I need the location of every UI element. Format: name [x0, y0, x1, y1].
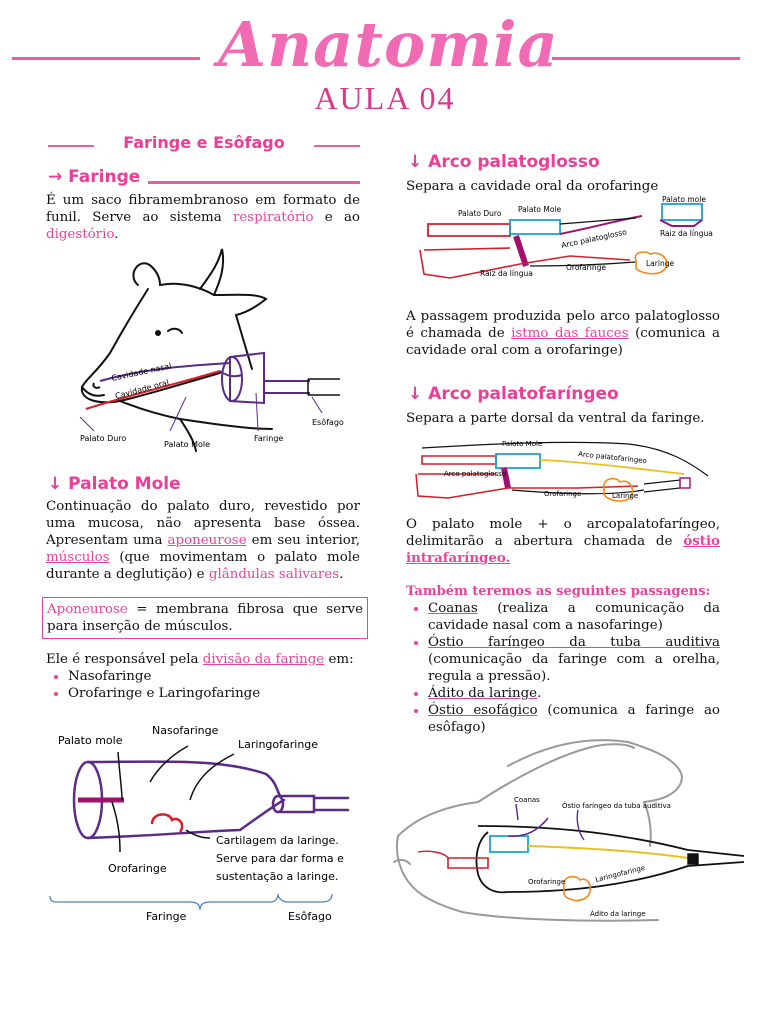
- fig-label-raiz-2: Raiz da língua: [660, 229, 713, 238]
- arco-palatoglosso-text: Separa a cavidade oral da orofaringe: [406, 179, 659, 194]
- arco-palatoglosso-heading: ↓ Arco palatoglosso: [408, 152, 600, 172]
- pharynx-divisions-diagram: Palato mole Nasofaringe Laringofaringe O…: [49, 724, 350, 923]
- divisao-text: Ele é responsável pela divisão da faring…: [46, 652, 354, 667]
- fig-label-orofaringe: Orofaringe: [566, 263, 606, 272]
- definition-box: Aponeurose = membrana fibrosa que serve …: [42, 597, 368, 639]
- palato-mole-text: Continuação do palato duro, revestido po…: [46, 499, 360, 582]
- fig-label-palato-mole: Palato Mole: [518, 205, 562, 214]
- fig3-label-orofaringe: Orofaringe: [528, 878, 565, 886]
- fig-label-laringe: Laringe: [612, 492, 638, 500]
- faringe-heading-rule: [148, 181, 360, 184]
- fig2-label-esofago: Esôfago: [288, 910, 332, 923]
- header-rule-right: [552, 57, 740, 60]
- fig-label-palato-duro: Palato Duro: [458, 209, 502, 218]
- passagens-title: Também teremos as seguintes passagens:: [406, 584, 711, 599]
- fig3-label-laringofaringe: Laringofaringe: [595, 864, 646, 884]
- fig-label-raiz-da-lingua: Raiz da língua: [480, 269, 533, 278]
- section-rule-right: [314, 145, 360, 147]
- fig2-label-cartilagem-2: Serve para dar forma e: [216, 852, 344, 865]
- faringe-text: É um saco fibramembranoso em formato de …: [46, 193, 360, 242]
- ostio-intrafaringeo-text: O palato mole + o arcopalatofaríngeo, de…: [406, 517, 720, 566]
- fig-label-palato-mole-2: Palato mole: [662, 195, 706, 204]
- header-rule-left: [12, 57, 200, 60]
- list-item: Ádito da laringe.: [428, 685, 720, 702]
- divisao-list: Nasofaringe Orofaringe e Laringofaringe: [46, 668, 368, 702]
- list-item: Óstio esofágico (comunica a faringe ao e…: [428, 702, 720, 736]
- fig1-label-faringe: Faringe: [254, 434, 283, 443]
- horse-head-diagram: Coanas Óstio faríngeo da tuba auditiva O…: [393, 739, 745, 922]
- fig1-label-palato-duro: Palato Duro: [80, 434, 126, 443]
- istmo-text: A passagem produzida pelo arco palatoglo…: [406, 309, 720, 358]
- section-title: Faringe e Esôfago: [123, 133, 285, 152]
- fig2-label-cartilagem-3: sustentação a laringe.: [216, 870, 338, 883]
- arco-palatofaringeo-text: Separa a parte dorsal da ventral da fari…: [406, 411, 705, 426]
- fig-label-laringe: Laringe: [646, 259, 674, 268]
- fig1-label-palato-mole: Palato Mole: [164, 440, 210, 449]
- fig2-label-orofaringe: Orofaringe: [108, 862, 167, 875]
- fig2-label-palato-mole: Palato mole: [58, 734, 123, 747]
- fig2-label-nasofaringe: Nasofaringe: [152, 724, 219, 737]
- arrow-right-icon: →: [48, 167, 69, 187]
- fig2-label-cartilagem-1: Cartilagem da laringe.: [216, 834, 339, 847]
- fig2-label-faringe: Faringe: [146, 910, 187, 923]
- arrow-down-icon: ↓: [408, 152, 429, 172]
- list-item: Orofaringe e Laringofaringe: [68, 685, 368, 702]
- fig-label-arco-palatoglosso: Arco palatoglosso: [444, 470, 506, 478]
- page-subtitle: AULA 04: [314, 80, 456, 116]
- arrow-down-icon: ↓: [48, 474, 69, 494]
- arco-palatoglosso-diagram: Palato Duro Palato Mole Arco palatogloss…: [419, 195, 713, 279]
- list-item: Óstio faríngeo da tuba auditiva (comunic…: [428, 634, 720, 685]
- section-rule-left: [48, 145, 94, 147]
- fig-label-arco-palatoglosso: Arco palatoglosso: [561, 227, 628, 250]
- fig3-label-adito: Ádito da laringe: [590, 909, 646, 918]
- passagens-list: Coanas (realiza a comunicação da cavidad…: [406, 600, 720, 736]
- fig-label-palato-mole: Palato Mole: [502, 440, 542, 448]
- list-item: Nasofaringe: [68, 668, 368, 685]
- cow-head-diagram: Cavidade nasal Cavidade oral Palato Duro…: [79, 248, 344, 452]
- list-item: Coanas (realiza a comunicação da cavidad…: [428, 600, 720, 634]
- fig2-label-laringofaringe: Laringofaringe: [238, 738, 318, 751]
- fig3-label-coanas: Coanas: [514, 796, 540, 804]
- arco-palatofaringeo-heading: ↓ Arco palatofaríngeo: [408, 384, 619, 404]
- page-title: Anatomia: [218, 8, 559, 81]
- faringe-heading: → Faringe: [48, 167, 141, 187]
- fig3-label-ostio: Óstio faríngeo da tuba auditiva: [562, 801, 671, 810]
- arco-palatofaringeo-diagram: Palato Mole Arco palatofaríngeo Arco pal…: [415, 440, 709, 502]
- fig1-label-esofago: Esôfago: [312, 417, 344, 427]
- fig-label-orofaringe: Orofaringe: [544, 490, 581, 498]
- palato-mole-heading: ↓ Palato Mole: [48, 474, 181, 494]
- arrow-down-icon: ↓: [408, 384, 429, 404]
